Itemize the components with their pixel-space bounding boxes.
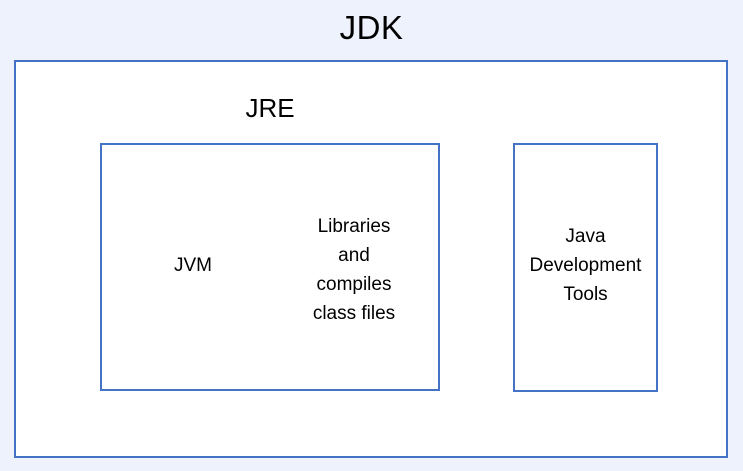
libraries-label: Libraries and compiles class files xyxy=(290,212,418,328)
jvm-label: JVM xyxy=(174,255,212,276)
jdk-title: JDK xyxy=(339,9,404,46)
libraries-label-line: class files xyxy=(312,303,396,324)
libraries-label-line: Libraries xyxy=(317,216,391,237)
libraries-label-line: and xyxy=(338,245,370,266)
java-development-tools-label: Java Development Tools xyxy=(513,222,658,309)
java-development-tools-label-line: Tools xyxy=(563,284,608,305)
libraries-label-line: compiles xyxy=(316,274,392,295)
java-development-tools-box xyxy=(513,143,658,392)
jre-label: JRE xyxy=(245,93,295,123)
java-development-tools-label-line: Java xyxy=(565,226,606,247)
jre-inner-box xyxy=(100,143,440,391)
java-development-tools-label-line: Development xyxy=(529,255,642,276)
